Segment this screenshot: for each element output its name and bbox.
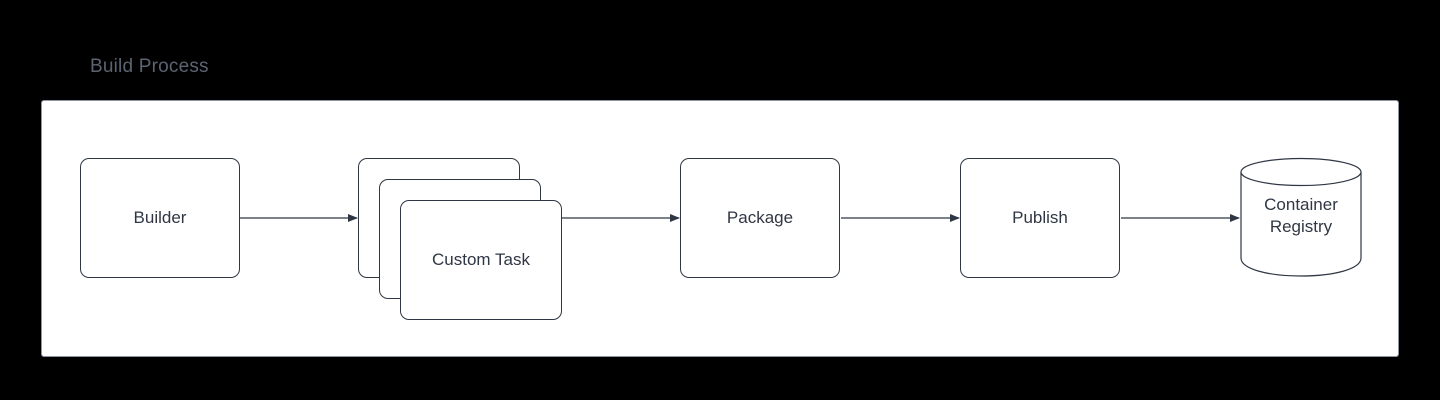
node-custom-task-label: Custom Task: [432, 250, 530, 269]
node-container-registry-label-line1: Container: [1264, 195, 1338, 214]
node-container-registry-label: Container Registry: [1240, 194, 1362, 238]
cylinder-shape: [1240, 157, 1362, 277]
node-publish-label: Publish: [1012, 208, 1068, 228]
node-package[interactable]: Package: [680, 158, 840, 278]
node-builder-label: Builder: [133, 208, 187, 228]
diagram-title: Build Process: [90, 56, 209, 77]
node-container-registry[interactable]: Container Registry: [1240, 152, 1362, 278]
node-publish[interactable]: Publish: [960, 158, 1120, 278]
node-package-label: Package: [726, 208, 794, 228]
node-builder[interactable]: Builder: [80, 158, 240, 278]
node-custom-task[interactable]: Custom Task: [400, 200, 562, 320]
node-container-registry-label-line2: Registry: [1269, 217, 1333, 237]
